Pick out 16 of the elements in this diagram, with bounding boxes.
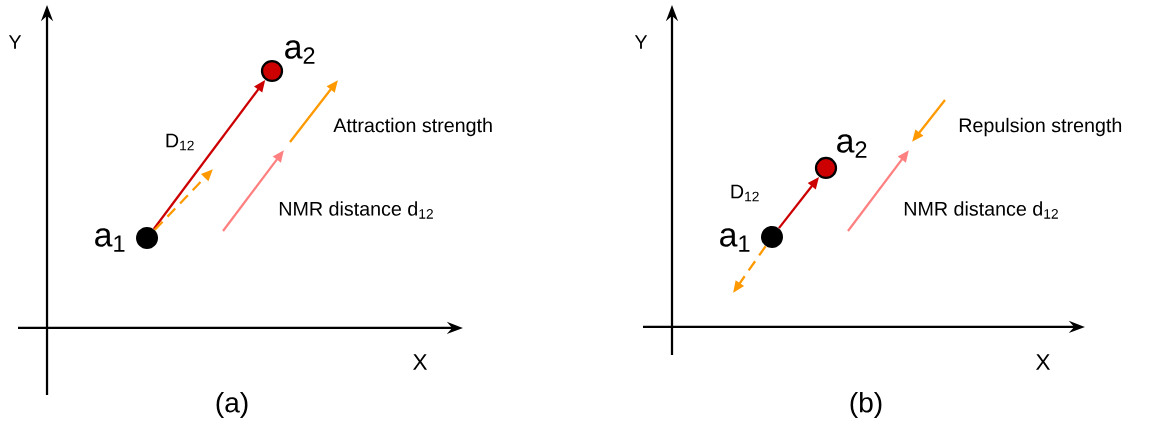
text-label: NMR distance d$_{12}$ — [904, 201, 1058, 219]
text-label: Y — [8, 35, 22, 49]
text-label: X — [413, 354, 428, 370]
text-label: Repulsion strength — [959, 117, 1122, 137]
edge-label: D$_{12}$ — [166, 133, 194, 151]
text-label: Attraction strength — [333, 117, 492, 137]
point-label: a$_{1}$ — [95, 228, 125, 252]
text-label: (b) — [850, 391, 882, 419]
text-label: (a) — [216, 391, 248, 419]
text-label: NMR distance d$_{12}$ — [279, 201, 433, 219]
text-label: X — [1036, 354, 1050, 370]
edge-label: D$_{12}$ — [731, 184, 759, 202]
point-label: a$_{1}$ — [720, 228, 750, 252]
point-label: a$_{2}$ — [837, 134, 867, 158]
point-label: a$_{2}$ — [285, 40, 315, 64]
text-label: Y — [634, 35, 648, 49]
